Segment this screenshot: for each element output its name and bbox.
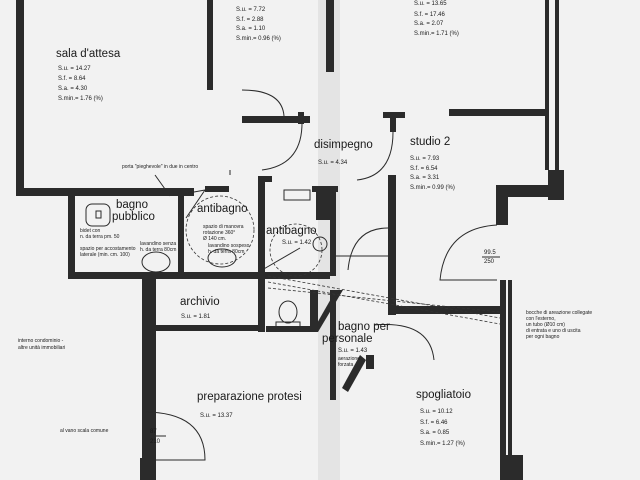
room-smin: S.min.= 1.71 (%) [414, 31, 459, 37]
room-su: S.u. = 10.12 [420, 409, 453, 415]
room-spogliatoio: spogliatoio S.u. = 10.12 S.f. = 6.46 S.a… [416, 389, 471, 447]
vent-note: per ogni bagno [526, 334, 560, 340]
walls [16, 0, 564, 480]
folding-door-note: porta "pieghevole" in due in centro [122, 164, 198, 170]
door-width: 99.5 [484, 250, 496, 256]
fixture-note: bidet con [80, 228, 101, 234]
room-smin: S.min.= 1.27 (%) [420, 441, 465, 447]
room-name: preparazione protesi [197, 391, 302, 403]
room-su: S.u. = 1.42 [282, 240, 312, 246]
room-su: S.u. = 13.65 [414, 1, 447, 7]
door-width: 87 [150, 429, 157, 435]
door-height: 250 [484, 259, 495, 265]
room-antibagno-1: antibagno spazio di manovra rotazione 36… [197, 203, 250, 255]
fixture-note: spazio per accostamento [80, 246, 136, 252]
room-sa: S.a. = 3.31 [410, 175, 440, 181]
fixture-note: rotazione 360° [203, 230, 235, 236]
room-su: S.u. = 13.37 [200, 413, 233, 419]
room-smin: S.min.= 0.96 (%) [236, 36, 281, 42]
annotations: porta "pieghevole" in due in centro inte… [18, 164, 592, 445]
room-smin: S.min.= 0.99 (%) [410, 185, 455, 191]
room-name-line1: bagno per [338, 321, 390, 333]
room-sa: S.a. = 4.30 [58, 86, 88, 92]
room-sf: S.f. = 2.88 [236, 17, 264, 23]
room-sf: S.f. = 6.54 [410, 166, 438, 172]
vent-note: con l'esterno, [526, 316, 556, 322]
room-su: S.u. = 1.43 [338, 348, 368, 354]
room-sa: S.a. = 2.07 [414, 21, 444, 27]
fixture-note: Ø 140 cm. [203, 236, 226, 242]
fixture-note: laterale (min. cm. 100) [80, 252, 130, 258]
vent-note: di entrata e uno di uscita [526, 328, 581, 334]
room-name-line1: bagno [116, 199, 148, 211]
fixture-note: h. da terra 80cm [208, 249, 244, 255]
room-sa: S.a. = 1.10 [236, 26, 266, 32]
ventilation-note: forzata [338, 362, 354, 368]
room-name: antibagno [266, 225, 317, 237]
vent-note: bocche di areazione collegate [526, 310, 592, 316]
room-name: spogliatoio [416, 389, 471, 401]
room-sf: S.f. = 17.46 [414, 12, 446, 18]
room-name: archivio [180, 296, 220, 308]
room-antibagno-2: antibagno S.u. = 1.42 [266, 225, 317, 246]
room-name: disimpegno [314, 139, 373, 151]
room-name-line2: personale [322, 333, 373, 345]
room-studio-2: studio 2 S.u. = 7.93 S.f. = 6.54 S.a. = … [410, 136, 455, 191]
condominium-note: interno condominio - [18, 338, 64, 344]
room-top: S.u. = 7.72 S.f. = 2.88 S.a. = 1.10 S.mi… [236, 7, 281, 42]
doors-and-fixtures [85, 89, 501, 461]
room-name: antibagno [197, 203, 248, 215]
room-su: S.u. = 1.81 [181, 314, 211, 320]
room-top-right: S.u. = 13.65 S.f. = 17.46 S.a. = 2.07 S.… [414, 1, 459, 37]
room-sf: S.f. = 6.46 [420, 420, 448, 426]
room-name-line2: pubblico [112, 211, 155, 223]
room-disimpegno: disimpegno S.u. = 4.34 [314, 139, 373, 166]
stairwell-note: al vano scala comune [60, 428, 109, 434]
room-archivio: archivio S.u. = 1.81 [180, 296, 220, 320]
fixture-note: n. da terra pm. 50 [80, 234, 120, 240]
room-su: S.u. = 7.72 [236, 7, 266, 13]
room-bagno-personale: bagno per personale S.u. = 1.43 aerazion… [322, 321, 390, 368]
fixture-note: lavandino sospeso [208, 243, 250, 249]
room-preparazione-protesi: preparazione protesi S.u. = 13.37 [197, 391, 302, 419]
room-su: S.u. = 4.34 [318, 160, 348, 166]
door-height: 210 [150, 439, 161, 445]
room-name: studio 2 [410, 136, 450, 148]
room-sa: S.a. = 0.85 [420, 430, 450, 436]
condominium-note: altre unità immobiliari [18, 345, 65, 351]
room-smin: S.min.= 1.76 (%) [58, 96, 103, 102]
room-bagno-pubblico: bagno pubblico bidet con n. da terra pm.… [80, 199, 176, 258]
room-su: S.u. = 14.27 [58, 66, 91, 72]
fixture-note: lavandino senza [140, 241, 176, 247]
fixture-note: h. da terra 80cm [140, 247, 176, 253]
vent-note: un tubo (Ø10 cm) [526, 322, 565, 328]
room-su: S.u. = 7.93 [410, 156, 440, 162]
room-name: sala d'attesa [56, 48, 121, 60]
room-sf: S.f. = 8.64 [58, 76, 86, 82]
fixture-note: spazio di manovra [203, 224, 244, 230]
room-sala-attesa: sala d'attesa S.u. = 14.27 S.f. = 8.64 S… [56, 48, 121, 102]
ventilation-note: aerazione [338, 356, 360, 362]
